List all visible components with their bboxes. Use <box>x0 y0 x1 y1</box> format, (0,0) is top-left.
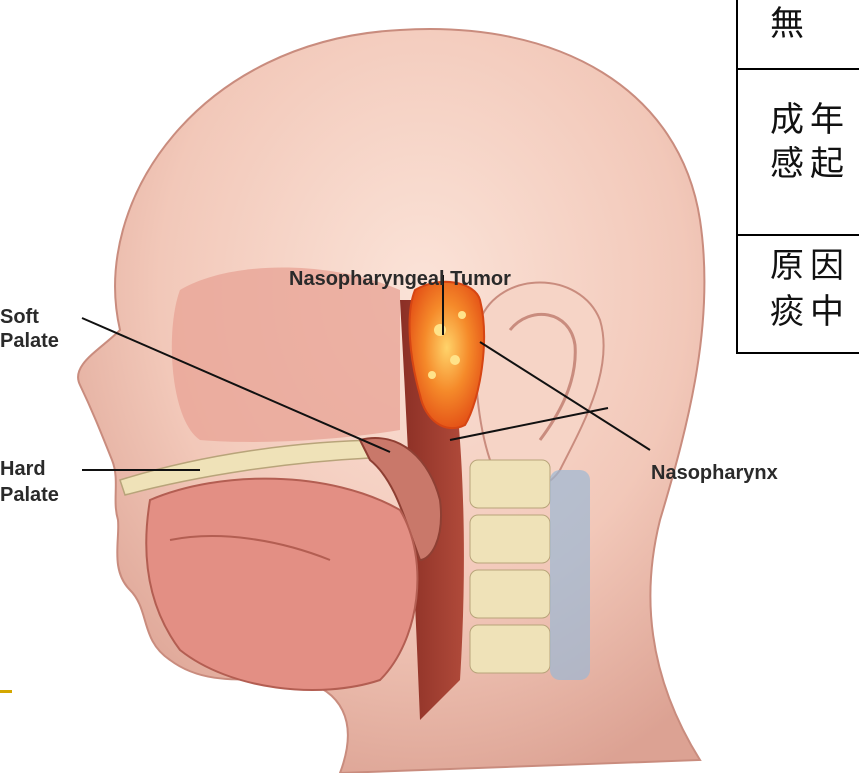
nasal-cavity <box>172 268 400 442</box>
table-row3-line2: 痰中 <box>770 290 850 334</box>
slide-accent-mark <box>0 690 12 693</box>
cervical-spine <box>470 460 590 680</box>
soft-palate-label-line2: Palate <box>0 330 59 352</box>
table-row: 原因 痰中 <box>738 234 859 354</box>
table-row2-line1: 成年 <box>770 98 850 142</box>
table-row: 成年 感起 <box>738 68 859 236</box>
table-row3-line1: 原因 <box>770 244 850 288</box>
side-text-table: 無 成年 感起 原因 痰中 <box>736 0 859 354</box>
table-row2-line2: 感起 <box>770 142 850 186</box>
soft-palate-label-line1: Soft <box>0 306 39 328</box>
hard-palate-label-line1: Hard <box>0 458 46 480</box>
nasopharynx-label: Nasopharynx <box>651 462 778 484</box>
table-row1-text: 無 <box>770 2 810 46</box>
hard-palate-label-line2: Palate <box>0 484 59 506</box>
tumor-label: Nasopharyngeal Tumor <box>289 268 511 290</box>
table-row: 無 <box>738 0 859 70</box>
